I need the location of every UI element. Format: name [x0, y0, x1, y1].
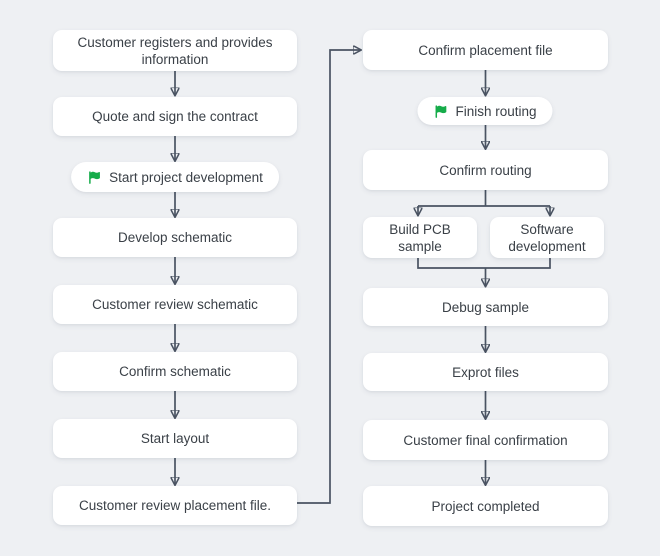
node-project-completed: Project completed — [363, 486, 608, 526]
green-flag-icon — [433, 104, 448, 119]
node-customer-review-schematic: Customer review schematic — [53, 285, 297, 324]
node-customer-final-confirmation: Customer final confirmation — [363, 420, 608, 460]
node-customer-review-placement-file: Customer review placement file. — [53, 486, 297, 525]
node-confirm-routing: Confirm routing — [363, 150, 608, 190]
connector-loop-back — [297, 50, 361, 504]
node-software-development: Software development — [490, 217, 604, 258]
node-customer-registers: Customer registers and provides informat… — [53, 30, 297, 71]
milestone-label: Start project development — [109, 169, 263, 185]
green-flag-icon — [87, 170, 102, 185]
node-confirm-schematic: Confirm schematic — [53, 352, 297, 391]
node-start-layout: Start layout — [53, 419, 297, 458]
node-debug-sample: Debug sample — [363, 288, 608, 326]
node-finish-routing: Finish routing — [417, 97, 553, 125]
node-develop-schematic: Develop schematic — [53, 218, 297, 257]
node-confirm-placement-file: Confirm placement file — [363, 30, 608, 70]
branch-merge-bar — [417, 258, 551, 269]
node-build-pcb-sample: Build PCB sample — [363, 217, 477, 258]
node-quote-and-sign-contract: Quote and sign the contract — [53, 97, 297, 136]
node-start-project-development: Start project development — [71, 162, 279, 192]
node-export-files: Exprot files — [363, 353, 608, 391]
milestone-label: Finish routing — [455, 103, 537, 119]
